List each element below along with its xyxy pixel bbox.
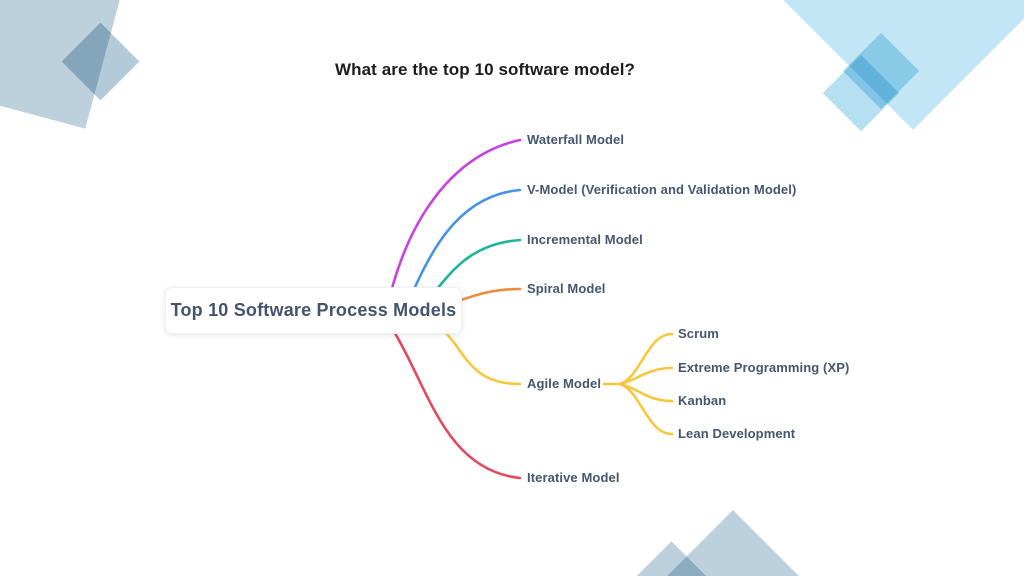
branch-node-incremental-model[interactable]: Incremental Model [527,232,643,247]
branch-node-agile-model[interactable]: Agile Model [527,376,602,391]
branch-curve [441,328,522,386]
branch-node-v-model-verification-and-validation-model[interactable]: V-Model (Verification and Validation Mod… [527,182,797,197]
root-node-label: Top 10 Software Process Models [170,300,457,320]
root-node[interactable]: Top 10 Software Process Models [165,287,462,334]
branch-curve [618,366,674,386]
branch-node-iterative-model[interactable]: Iterative Model [527,470,620,485]
branch-curve [618,332,674,386]
branch-curve [391,328,522,480]
branch-node-spiral-model[interactable]: Spiral Model [527,281,606,296]
branch-curve [384,138,522,316]
page-title: What are the top 10 software model? [334,60,636,79]
subbranch-node-lean-development[interactable]: Lean Development [678,426,796,441]
branch-curve [618,382,674,436]
branch-curve [450,287,522,305]
branch-node-waterfall-model[interactable]: Waterfall Model [527,132,625,147]
subbranch-node-scrum[interactable]: Scrum [678,326,719,341]
subbranch-node-extreme-programming-xp[interactable]: Extreme Programming (XP) [678,360,850,375]
branch-curve [618,382,674,403]
subbranch-node-kanban[interactable]: Kanban [678,393,727,408]
